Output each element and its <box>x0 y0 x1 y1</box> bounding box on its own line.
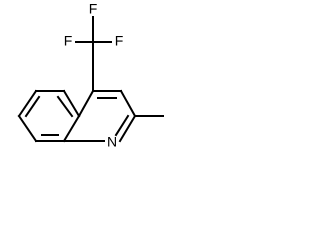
fluorine-right-label: F <box>115 33 124 49</box>
bond-c8a-c8 <box>17 114 38 143</box>
bond-c6-c5 <box>62 89 81 118</box>
quinoline-structure-drawing: F F F N <box>17 1 164 150</box>
fluorine-left-label: F <box>64 33 73 49</box>
bond-c2-n1 <box>118 114 137 143</box>
bond-c3-c2 <box>119 89 137 118</box>
inner-double-bond-pyridine-2 <box>114 114 130 137</box>
inner-double-bond-benzene-1 <box>24 95 41 118</box>
inner-double-bond-benzene-2 <box>56 95 74 118</box>
bond-c8-c7 <box>17 89 38 118</box>
bond-c4a-c4 <box>77 89 95 118</box>
bond-c5-c4a <box>62 114 81 143</box>
nitrogen-label: N <box>107 134 117 150</box>
structure-canvas: F F F N <box>0 0 181 177</box>
fluorine-top-label: F <box>89 1 98 17</box>
